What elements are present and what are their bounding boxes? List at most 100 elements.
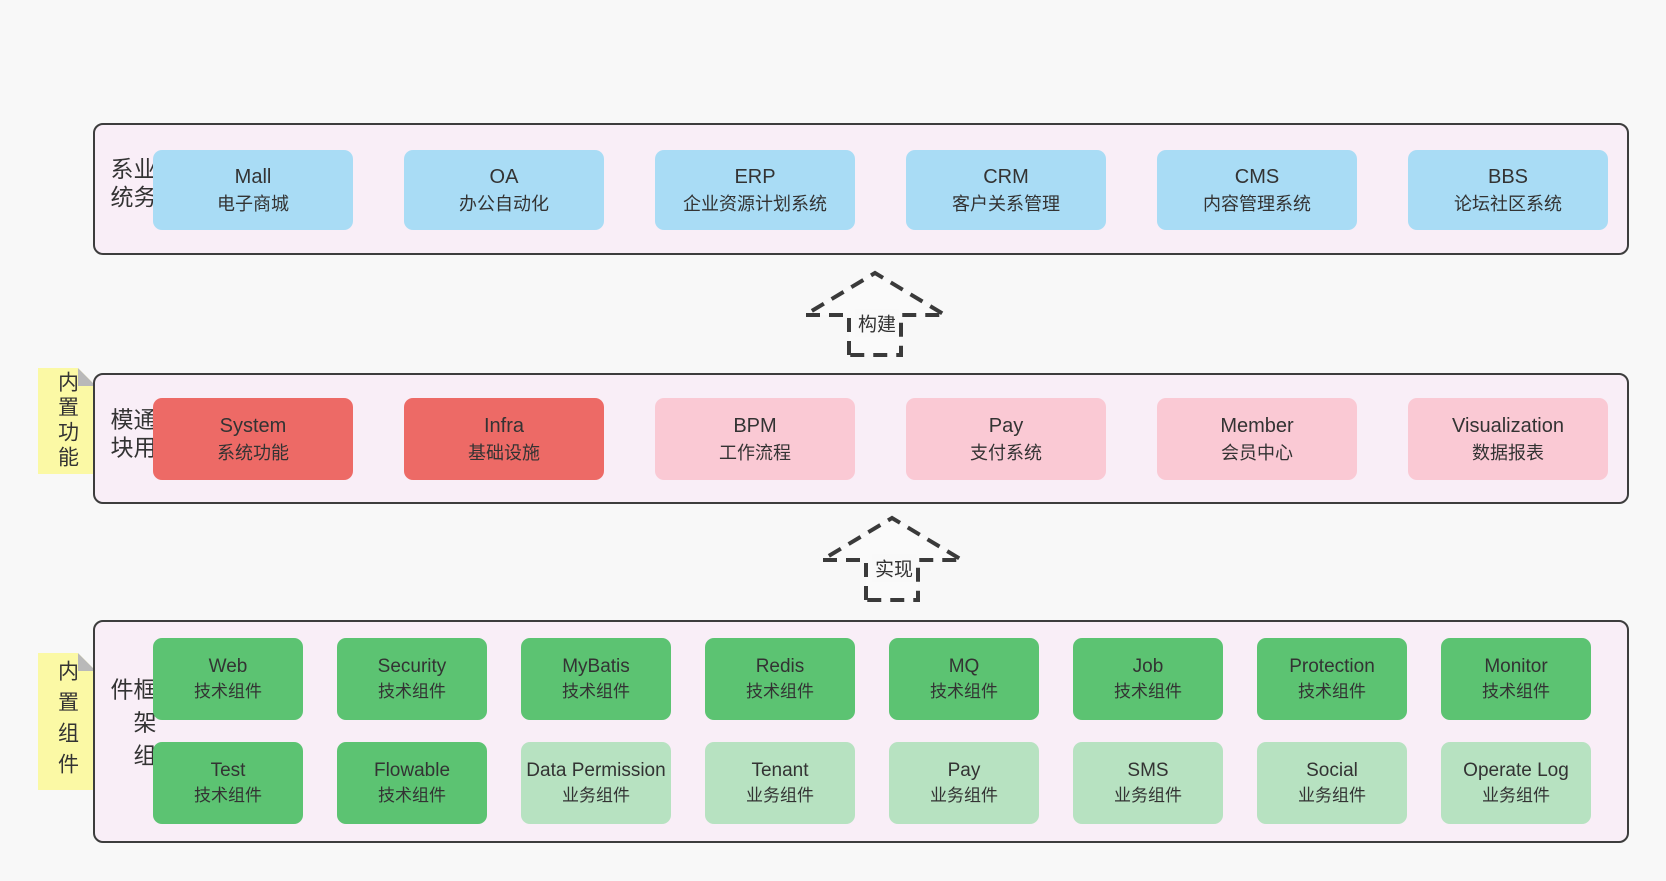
section-label: 框架组件 (107, 676, 156, 776)
box-title: Monitor (1484, 656, 1548, 677)
box-visualization: Visualization 数据报表 (1408, 398, 1608, 480)
box-title: BPM (733, 414, 777, 437)
box-title: Pay (947, 760, 981, 781)
box-title: Web (208, 656, 248, 677)
box-mall: Mall 电子商城 (153, 150, 353, 230)
box-subtitle: 企业资源计划系统 (683, 193, 827, 214)
box-subtitle: 支付系统 (970, 442, 1042, 463)
box-web: Web 技术组件 (153, 638, 303, 720)
box-title: Security (377, 656, 447, 677)
sticky-note-label: 内置组件 (55, 659, 79, 784)
box-operate-log: Operate Log 业务组件 (1441, 742, 1591, 824)
box-subtitle: 技术组件 (562, 682, 630, 701)
box-title: CRM (983, 165, 1029, 188)
box-subtitle: 业务组件 (1482, 786, 1550, 805)
arrow-up-implement: 实现 (812, 508, 972, 608)
box-job: Job 技术组件 (1073, 638, 1223, 720)
box-system: System 系统功能 (153, 398, 353, 480)
box-mq: MQ 技术组件 (889, 638, 1039, 720)
box-subtitle: 数据报表 (1472, 442, 1544, 463)
box-title: Tenant (751, 760, 809, 781)
box-subtitle: 内容管理系统 (1203, 193, 1311, 214)
box-mybatis: MyBatis 技术组件 (521, 638, 671, 720)
box-sms: SMS 业务组件 (1073, 742, 1223, 824)
box-member: Member 会员中心 (1157, 398, 1357, 480)
box-title: Operate Log (1463, 760, 1569, 781)
box-subtitle: 技术组件 (194, 786, 262, 805)
arrow-label: 实现 (871, 553, 917, 583)
box-subtitle: 办公自动化 (459, 193, 549, 214)
box-social: Social 业务组件 (1257, 742, 1407, 824)
box-title: MyBatis (562, 656, 630, 677)
box-subtitle: 业务组件 (746, 786, 814, 805)
box-title: MQ (948, 656, 980, 677)
box-title: Mall (234, 165, 272, 188)
box-title: Data Permission (526, 760, 666, 781)
box-subtitle: 基础设施 (468, 442, 540, 463)
box-bpm: BPM 工作流程 (655, 398, 855, 480)
box-title: SMS (1127, 760, 1169, 781)
sticky-note-builtin-components: 内置组件 (38, 653, 96, 790)
box-title: Infra (483, 414, 525, 437)
box-title: Member (1220, 414, 1294, 437)
sticky-note-label: 内置功能 (55, 371, 79, 471)
box-subtitle: 客户关系管理 (952, 193, 1060, 214)
box-subtitle: 业务组件 (1114, 786, 1182, 805)
box-title: Flowable (373, 760, 451, 781)
box-protection: Protection 技术组件 (1257, 638, 1407, 720)
box-data-permission: Data Permission 业务组件 (521, 742, 671, 824)
box-security: Security 技术组件 (337, 638, 487, 720)
box-title: Redis (755, 656, 805, 677)
box-subtitle: 技术组件 (930, 682, 998, 701)
box-title: ERP (734, 165, 776, 188)
box-subtitle: 业务组件 (562, 786, 630, 805)
box-subtitle: 技术组件 (194, 682, 262, 701)
section-label: 业务系统 (107, 157, 156, 213)
box-title: Social (1306, 760, 1358, 781)
box-title: BBS (1487, 165, 1529, 188)
box-title: CMS (1234, 165, 1280, 188)
box-subtitle: 技术组件 (1114, 682, 1182, 701)
box-title: System (219, 414, 287, 437)
box-subtitle: 技术组件 (1482, 682, 1550, 701)
box-flowable: Flowable 技术组件 (337, 742, 487, 824)
box-subtitle: 技术组件 (378, 682, 446, 701)
box-subtitle: 会员中心 (1221, 442, 1293, 463)
box-subtitle: 业务组件 (1298, 786, 1366, 805)
sticky-note-builtin-features: 内置功能 (38, 368, 96, 474)
box-subtitle: 工作流程 (719, 442, 791, 463)
box-title: Test (210, 760, 246, 781)
box-subtitle: 论坛社区系统 (1454, 193, 1562, 214)
box-crm: CRM 客户关系管理 (906, 150, 1106, 230)
box-redis: Redis 技术组件 (705, 638, 855, 720)
box-title: Job (1132, 656, 1164, 677)
section-label: 通用模块 (107, 406, 156, 463)
box-monitor: Monitor 技术组件 (1441, 638, 1591, 720)
box-title: Visualization (1452, 414, 1564, 437)
arrow-up-build: 构建 (795, 263, 955, 363)
box-pay: Pay 支付系统 (906, 398, 1106, 480)
box-pay: Pay 业务组件 (889, 742, 1039, 824)
box-subtitle: 系统功能 (217, 442, 289, 463)
box-subtitle: 电子商城 (217, 193, 289, 214)
box-bbs: BBS 论坛社区系统 (1408, 150, 1608, 230)
box-subtitle: 技术组件 (1298, 682, 1366, 701)
box-title: Pay (988, 414, 1024, 437)
box-subtitle: 业务组件 (930, 786, 998, 805)
box-erp: ERP 企业资源计划系统 (655, 150, 855, 230)
common-modules-section: 通用模块 System 系统功能 Infra 基础设施 BPM 工作流程 Pay 支付系统 Me… (93, 373, 1629, 504)
box-tenant: Tenant 业务组件 (705, 742, 855, 824)
box-cms: CMS 内容管理系统 (1157, 150, 1357, 230)
box-test: Test 技术组件 (153, 742, 303, 824)
box-subtitle: 技术组件 (746, 682, 814, 701)
box-subtitle: 技术组件 (378, 786, 446, 805)
box-title: Protection (1289, 656, 1375, 677)
arrow-label: 构建 (854, 308, 900, 338)
